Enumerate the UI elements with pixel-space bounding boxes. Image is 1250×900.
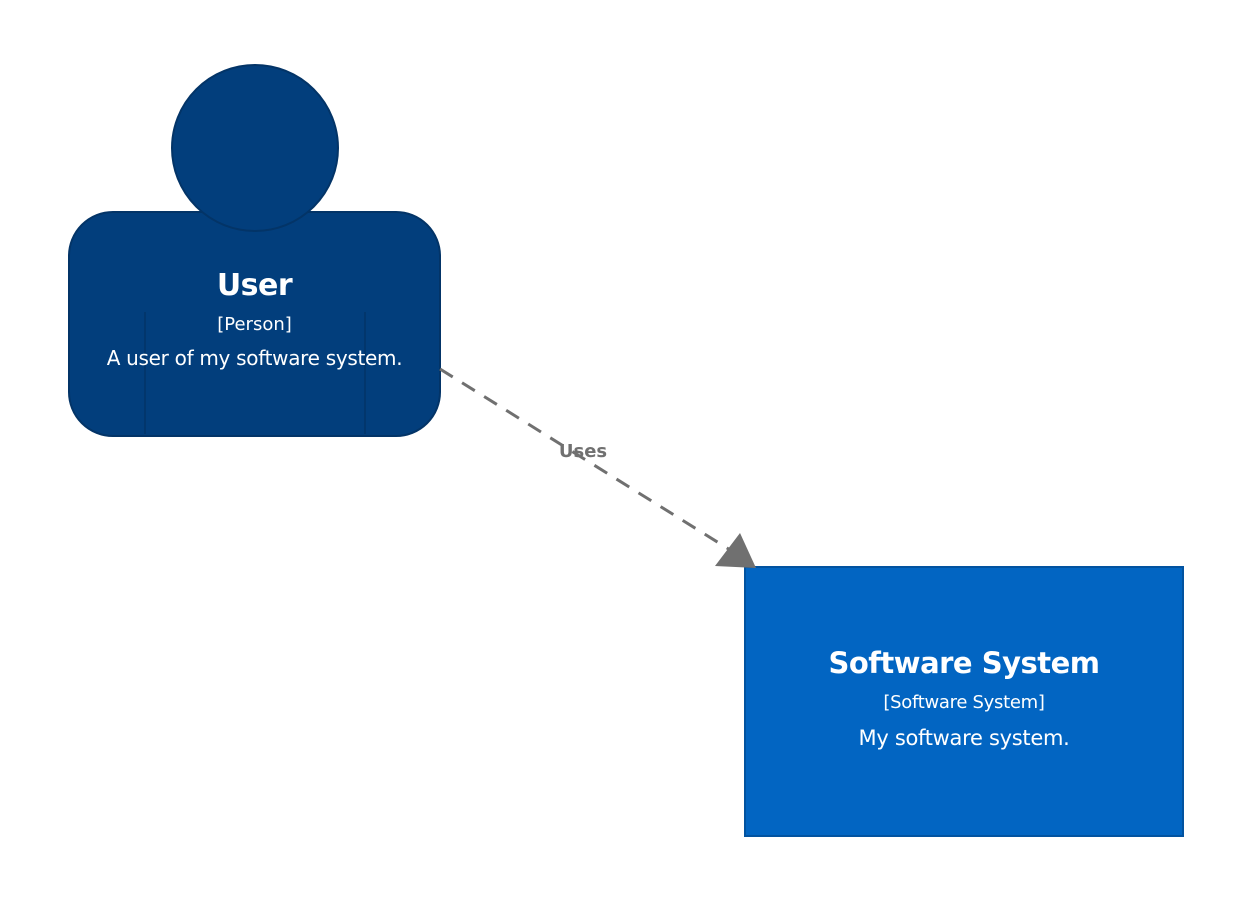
software-system-box[interactable]: [744, 566, 1184, 837]
person-description: A user of my software system.: [106, 346, 403, 370]
software-system-description: My software system.: [858, 726, 1070, 750]
relationship-arrowhead: [715, 533, 756, 568]
software-system-name: Software System: [828, 646, 1100, 680]
person-name: User: [216, 268, 293, 303]
person-head[interactable]: [171, 64, 339, 232]
relationship-line[interactable]: [439, 367, 736, 555]
relationship-label: Uses: [558, 441, 608, 462]
person-type: [Person]: [217, 314, 292, 335]
software-system-type: [Software System]: [883, 692, 1045, 713]
